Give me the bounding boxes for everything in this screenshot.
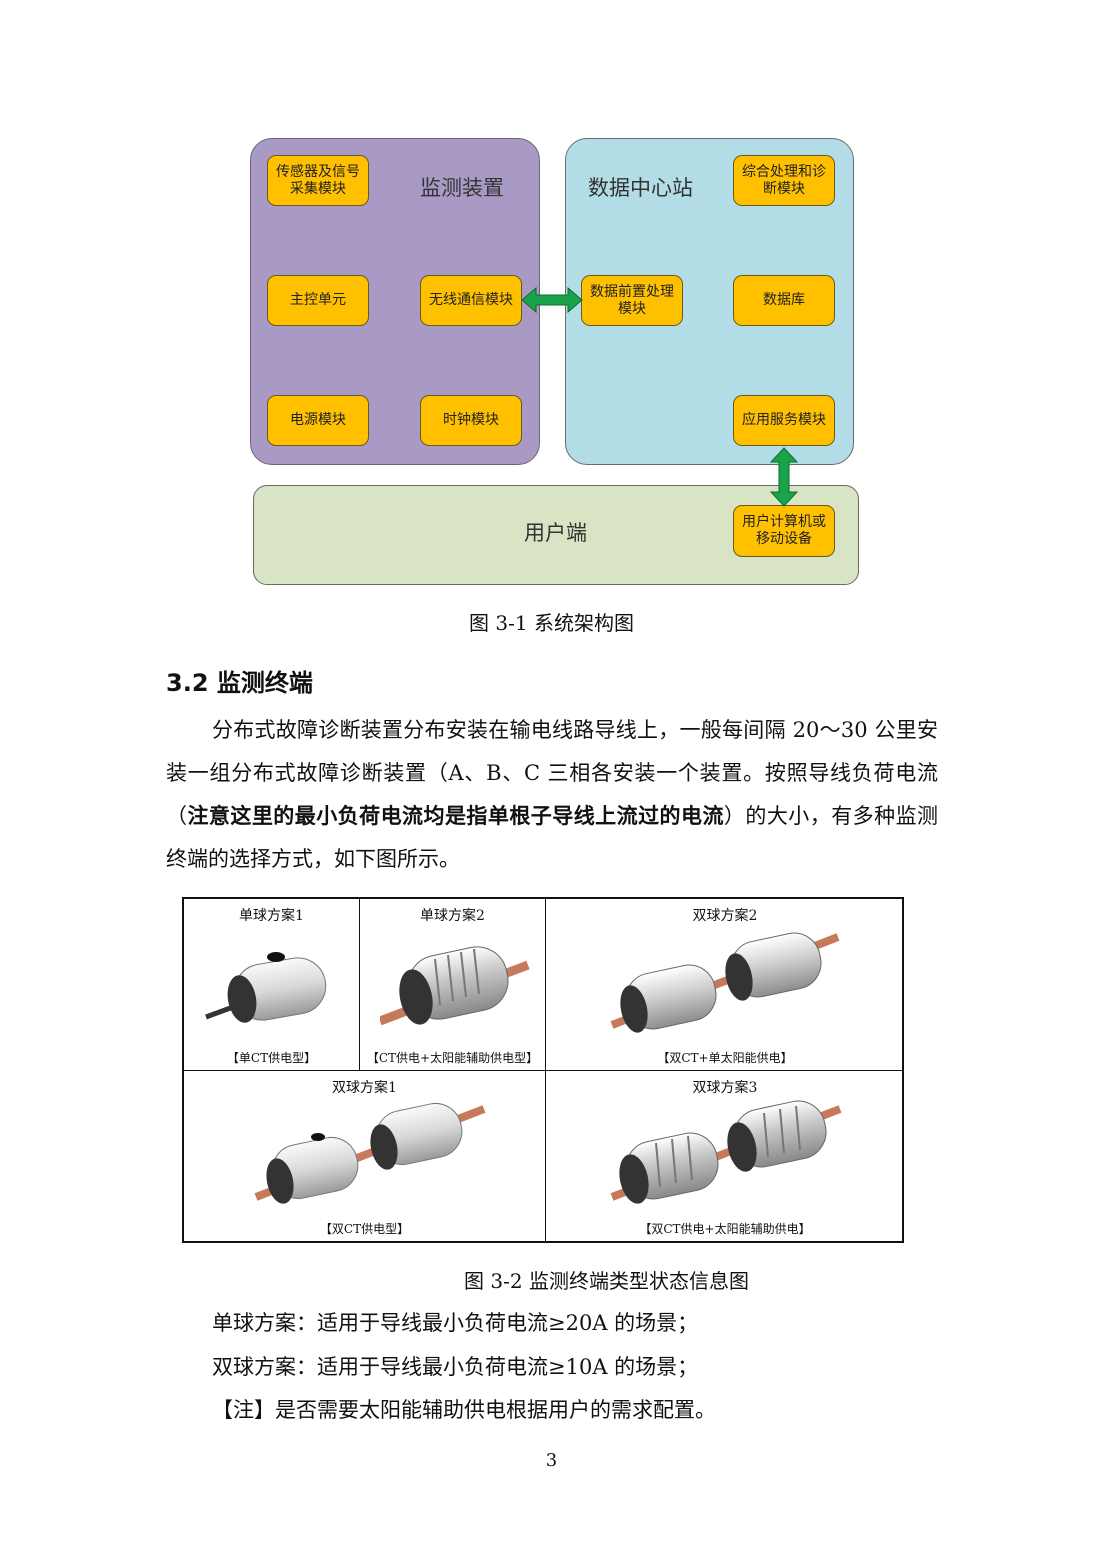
note-single-sphere: 单球方案：适用于导线最小负荷电流≥20A 的场景； — [212, 1311, 699, 1335]
cell-label: 【双CT供电+太阳能辅助供电】 — [639, 1222, 811, 1236]
cell-title: 双球方案3 — [692, 1080, 758, 1096]
data-center-title: 数据中心站 — [588, 176, 693, 200]
data-preprocess-module: 数据前置处理模块 — [581, 275, 683, 326]
monitor-device-title: 监测装置 — [420, 176, 504, 200]
single-sphere-device-image — [205, 952, 327, 1023]
section-paragraph: 分布式故障诊断装置分布安装在输电线路导线上，一般每间隔 20～30 公里安装一组… — [166, 709, 938, 881]
table-cell-double-1: 双球方案1 【双CT供电型】 — [184, 1071, 546, 1241]
power-module: 电源模块 — [267, 395, 369, 446]
user-title: 用户端 — [524, 521, 587, 545]
app-service-module: 应用服务模块 — [733, 395, 835, 446]
figure-3-1-caption: 图 3-1 系统架构图 — [469, 611, 634, 635]
table-cell-single-2: 单球方案2 【CT供电+太阳能辅助供电型】 — [360, 899, 546, 1071]
double-sphere-ct-solar-aux-device-image — [610, 1100, 842, 1204]
figure-3-2-caption: 图 3-2 监测终端类型状态信息图 — [464, 1269, 749, 1293]
table-cell-single-1: 单球方案1 【单CT供电型】 — [184, 899, 360, 1071]
bidirectional-arrow-horizontal — [521, 286, 583, 314]
single-sphere-solar-device-image — [380, 946, 530, 1026]
section-heading: 3.2 监测终端 — [166, 669, 313, 697]
double-sphere-ct-solar-device-image — [610, 932, 840, 1033]
note-double-sphere: 双球方案：适用于导线最小负荷电流≥10A 的场景； — [212, 1355, 699, 1379]
cell-title: 双球方案1 — [332, 1080, 397, 1096]
wireless-comm-module: 无线通信模块 — [420, 275, 522, 326]
para-text-2: ）的大小，有多种监测终端的选择方式，如下图所示。 — [166, 804, 939, 871]
cell-label: 【单CT供电型】 — [226, 1051, 317, 1065]
cell-label: 【CT供电+太阳能辅助供电型】 — [366, 1051, 539, 1065]
cell-label: 【双CT+单太阳能供电】 — [657, 1051, 793, 1065]
cell-title: 双球方案2 — [692, 908, 758, 924]
analysis-diagnosis-module: 综合处理和诊断模块 — [733, 155, 835, 206]
note-solar: 【注】是否需要太阳能辅助供电根据用户的需求配置。 — [212, 1398, 716, 1422]
cell-label: 【双CT供电型】 — [319, 1222, 410, 1236]
page-number: 3 — [545, 1450, 558, 1471]
bidirectional-arrow-vertical — [769, 447, 799, 507]
user-device-module: 用户计算机或移动设备 — [733, 505, 835, 557]
sensor-acquisition-module: 传感器及信号采集模块 — [267, 155, 369, 206]
para-bold-note: 注意这里的最小负荷电流均是指单根子导线上流过的电流 — [187, 804, 724, 828]
clock-module: 时钟模块 — [420, 395, 522, 446]
table-cell-double-3: 双球方案3 【双CT供电+太阳能辅助供电】 — [546, 1071, 904, 1241]
table-cell-double-2: 双球方案2 【双CT+单太阳能供电】 — [546, 899, 904, 1071]
terminal-types-table: 单球方案1 【单CT供电型】 单球方案2 【CT供电+太阳能辅助供电型】 双球方… — [182, 897, 904, 1243]
cell-title: 单球方案1 — [239, 908, 304, 924]
double-sphere-ct-device-image — [254, 1102, 486, 1204]
para-text-1: 分布式故障诊断装置分布安装在输电线路导线上，一般每间隔 20～30 公里安装一组… — [166, 718, 938, 828]
database-module: 数据库 — [733, 275, 835, 326]
cell-title: 单球方案2 — [420, 908, 485, 924]
main-control-unit: 主控单元 — [267, 275, 369, 326]
